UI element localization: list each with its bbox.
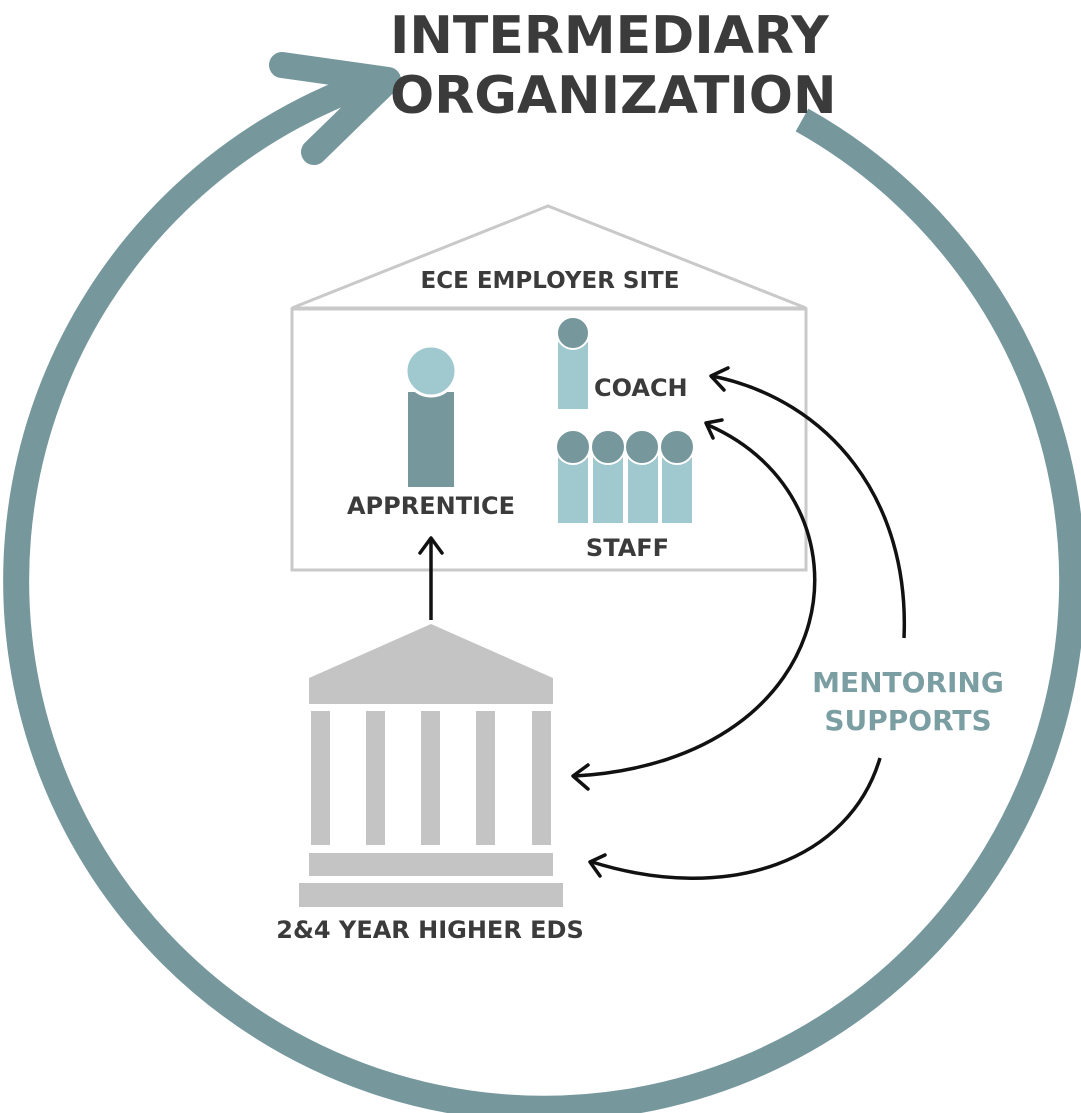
intermediary-organization-title: INTERMEDIARY ORGANIZATION [390, 6, 837, 126]
coach-figure-icon [556, 316, 590, 409]
higher-ed-to-apprentice-arrow [418, 536, 444, 620]
apprentice-figure-icon [404, 344, 458, 487]
cycle-arrowhead-icon [269, 52, 401, 165]
mentoring-arrow-lower [591, 757, 882, 880]
staff-label: STAFF [585, 534, 670, 562]
higher-ed-label: 2&4 YEAR HIGHER EDS [276, 916, 584, 944]
staff-figures-icon [555, 429, 695, 523]
mentoring-arrow-outer [711, 374, 907, 639]
mentoring-arrow-lower-head-icon [588, 853, 607, 878]
higher-ed-building-icon [299, 624, 563, 907]
title-line-1: INTERMEDIARY [390, 6, 829, 66]
employer-site-label: ECE EMPLOYER SITE [420, 268, 680, 294]
mentoring-arrow-inner-bottom-head-icon [571, 763, 590, 791]
cycle-ring [3, 70, 1081, 1113]
employer-site-house [290, 204, 808, 572]
mentoring-arrow-inner [574, 423, 817, 778]
title-line-2: ORGANIZATION [390, 66, 837, 126]
mentoring-supports-label: MENTORING SUPPORTS [808, 664, 1008, 740]
apprentice-label: APPRENTICE [346, 492, 516, 520]
mentoring-arrow-outer-head-icon [709, 366, 730, 392]
mentoring-line-1: MENTORING [812, 666, 1004, 699]
coach-label: COACH [594, 374, 688, 402]
mentoring-line-2: SUPPORTS [824, 704, 992, 737]
mentoring-arrow-inner-top-head-icon [704, 418, 724, 440]
